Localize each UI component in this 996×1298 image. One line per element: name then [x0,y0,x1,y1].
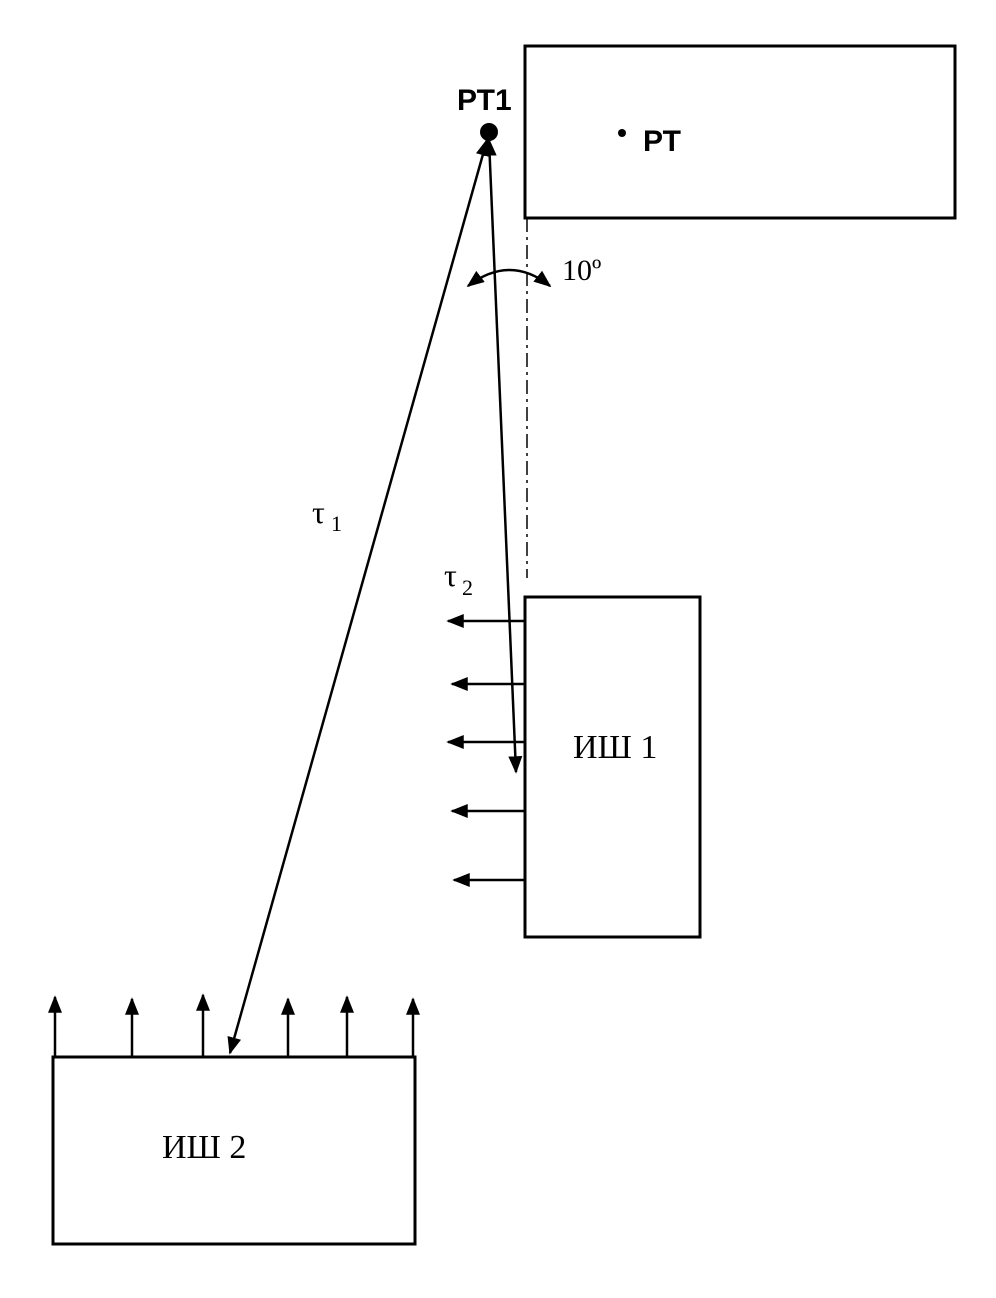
tau1-label: τ 1 [312,494,342,536]
pt-label: РТ [643,125,681,158]
ish1-emission-arrows [446,614,525,887]
angle-label: 10º [562,254,601,287]
pt1-point [480,123,498,141]
ish2-box [51,1055,417,1246]
pt1-label: РТ1 [457,84,512,117]
svg-text:1: 1 [331,511,342,536]
ray-tau1 [227,138,490,1055]
ray-tau2 [482,138,523,774]
pt-box [523,44,957,220]
angle-arc [466,268,552,288]
svg-text:τ: τ [444,557,457,593]
svg-text:τ: τ [312,494,325,530]
svg-text:2: 2 [462,575,473,600]
ish2-emission-arrows [48,993,420,1057]
tau2-label: τ 2 [444,557,473,600]
ish1-box [523,595,702,939]
ish1-label: ИШ 1 [573,729,657,766]
ish2-label: ИШ 2 [162,1129,246,1166]
pt-point [618,129,626,137]
